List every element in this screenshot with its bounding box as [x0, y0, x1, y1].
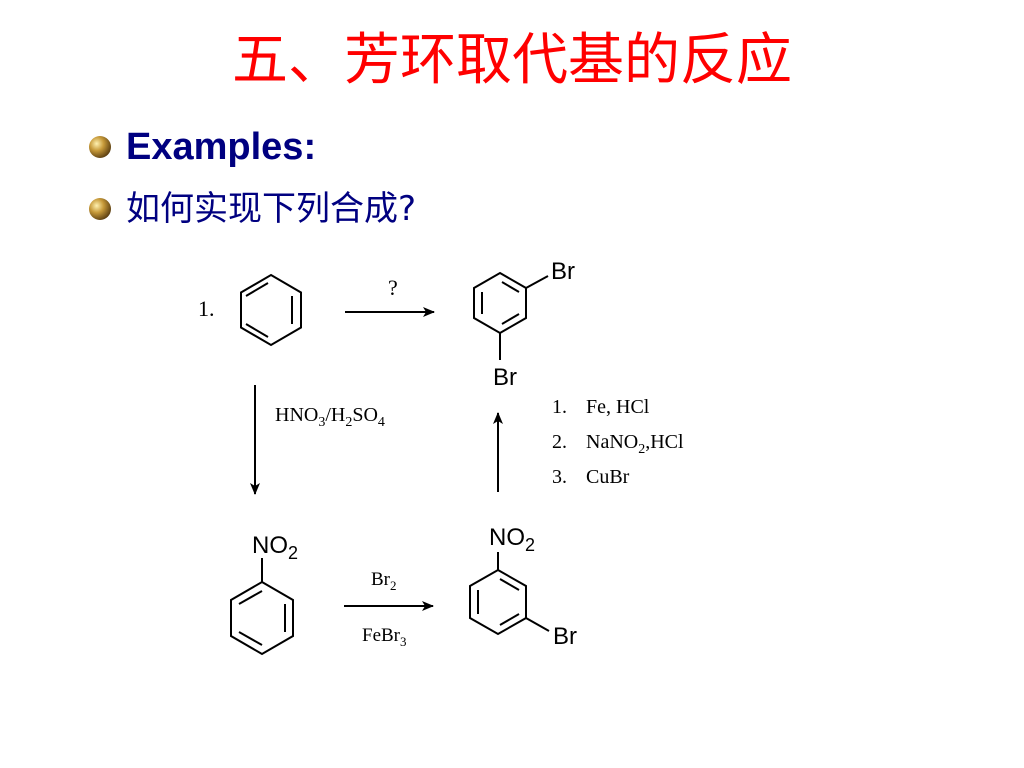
reagent-febr3: FeBr3 — [362, 625, 407, 649]
reagent-nitration: HNO3/H2SO4 — [275, 404, 385, 430]
bullet-examples: Examples: — [88, 122, 316, 172]
nitro-group-a: NO2 — [252, 532, 298, 563]
nitrobenzene-ring — [230, 558, 294, 656]
bullet-text-question: 如何实现下列合成? — [126, 189, 417, 229]
bullet-ball-icon — [89, 198, 111, 220]
bullet-question: 如何实现下列合成? — [88, 184, 416, 234]
step-3: 3.CuBr — [552, 466, 630, 488]
bullet-ball-icon — [89, 136, 111, 158]
nitro-group-b: NO2 — [489, 524, 535, 555]
benzene-ring — [240, 273, 302, 347]
step-2: 2.NaNO2,HCl — [552, 431, 684, 457]
slide-title: 五、芳环取代基的反应 — [232, 28, 792, 93]
reagent-br2: Br2 — [371, 569, 397, 593]
step-1: 1.Fe, HCl — [552, 396, 650, 418]
bromo-c: Br — [553, 623, 577, 650]
target-br-top: Br — [551, 258, 575, 285]
problem-number: 1. — [198, 296, 215, 321]
bullet-text-examples: Examples: — [126, 126, 317, 168]
bromonitrobenzene-ring — [469, 552, 550, 636]
target-br-bottom: Br — [493, 364, 517, 391]
dibromobenzene-ring — [473, 271, 549, 360]
question-mark: ? — [388, 275, 398, 300]
